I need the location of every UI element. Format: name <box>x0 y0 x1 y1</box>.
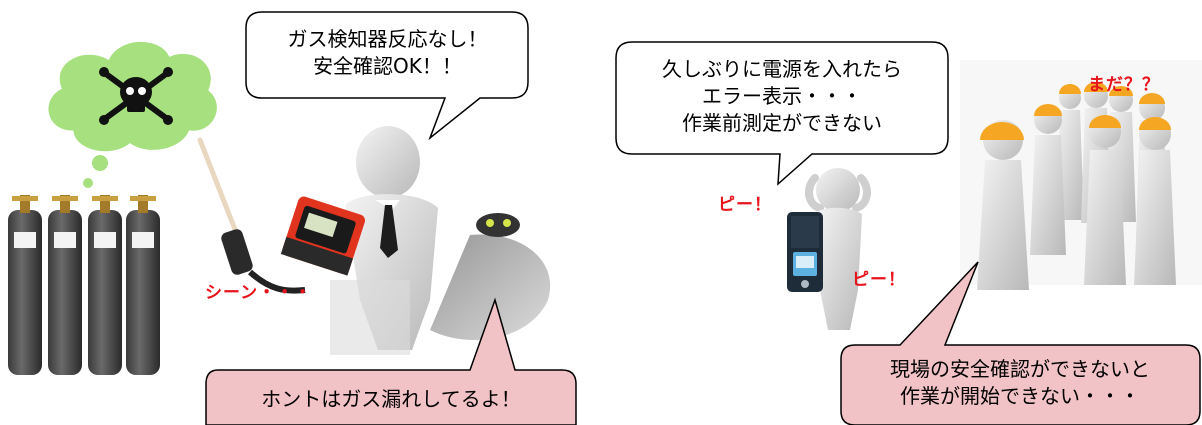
error-bubble-line3: 作業前測定ができない <box>682 111 882 135</box>
gas-cloud <box>45 38 220 190</box>
sampling-probe <box>197 137 306 294</box>
error-bubble: 久しぶりに電源を入れたら エラー表示・・・ 作業前測定ができない <box>618 56 946 137</box>
consequence-bubble-line2: 作業が開始できない・・・ <box>900 384 1140 408</box>
detector-bubble-shape <box>245 11 529 141</box>
skull-crossbones-icon <box>99 67 173 125</box>
detector-bubble: ガス検知器反応なし！ 安全確認OK！！ <box>250 26 525 80</box>
gas-detector-icon <box>787 212 823 292</box>
silence-text: シーン・・・ <box>205 283 313 303</box>
beep-text-upper: ピー！ <box>718 195 772 215</box>
beep-text-lower: ピー！ <box>852 270 906 290</box>
truth-bubble: ホントはガス漏れしてるよ！ <box>261 387 521 411</box>
consequence-bubble: 現場の安全確認ができないと 作業が開始できない・・・ <box>842 356 1198 410</box>
error-bubble-line1: 久しぶりに電源を入れたら <box>662 57 902 81</box>
consequence-bubble-line1: 現場の安全確認ができないと <box>890 357 1150 381</box>
gas-detector-icon <box>280 196 366 276</box>
truth-bubble-shape <box>205 297 577 425</box>
gas-cylinder-icon <box>8 195 160 375</box>
waiting-text: まだ？？ <box>1088 75 1160 95</box>
waiting-crowd-figure <box>960 60 1202 290</box>
error-bubble-shape <box>615 41 949 186</box>
detector-bubble-line1: ガス検知器反応なし！ <box>287 27 488 51</box>
confused-worker-figure <box>805 168 871 330</box>
businessman-figure <box>330 126 551 355</box>
detector-bubble-line2: 安全確認OK！！ <box>313 54 462 78</box>
error-bubble-line2: エラー表示・・・ <box>702 84 862 108</box>
